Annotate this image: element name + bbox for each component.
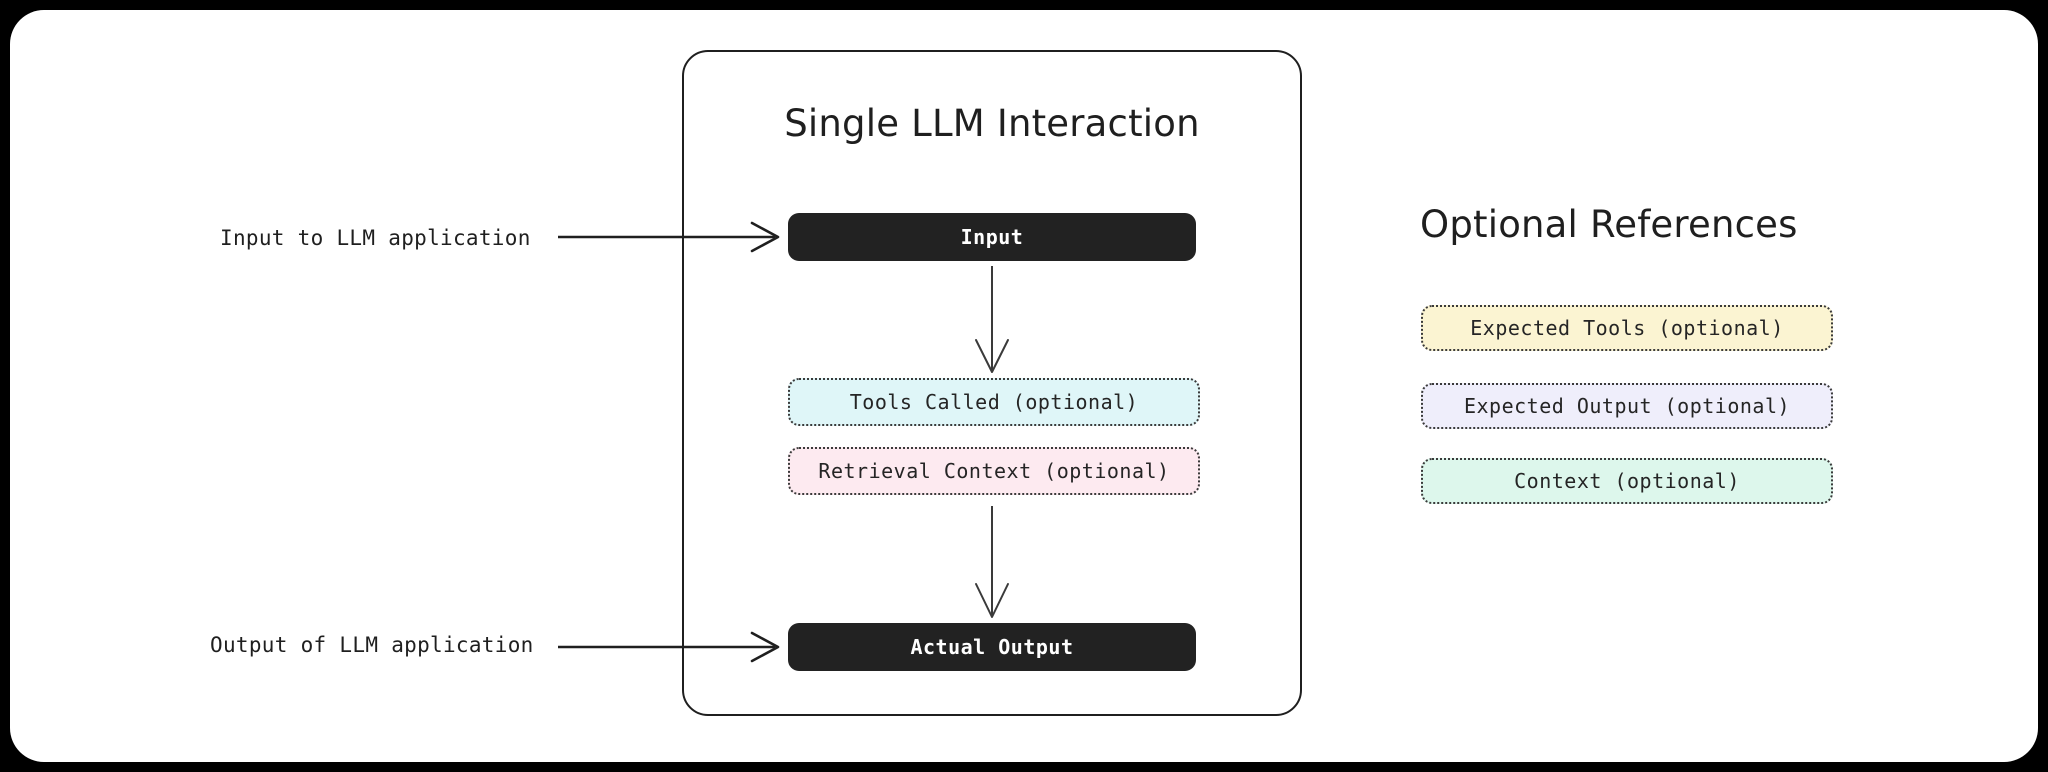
output-annotation-label: Output of LLM application [210,633,534,657]
single-llm-interaction-container [682,50,1302,716]
references-panel-title: Optional References [1420,203,1798,246]
node-actual-output[interactable]: Actual Output [788,623,1196,671]
node-input[interactable]: Input [788,213,1196,261]
reference-expected-tools[interactable]: Expected Tools (optional) [1421,305,1833,351]
input-annotation-label: Input to LLM application [220,226,531,250]
interaction-panel-title: Single LLM Interaction [784,102,1200,145]
reference-context[interactable]: Context (optional) [1421,458,1833,504]
node-tools-called[interactable]: Tools Called (optional) [788,378,1200,426]
diagram-canvas: Single LLM Interaction Input Tools Calle… [10,10,2038,762]
reference-expected-output[interactable]: Expected Output (optional) [1421,383,1833,429]
node-retrieval-context[interactable]: Retrieval Context (optional) [788,447,1200,495]
